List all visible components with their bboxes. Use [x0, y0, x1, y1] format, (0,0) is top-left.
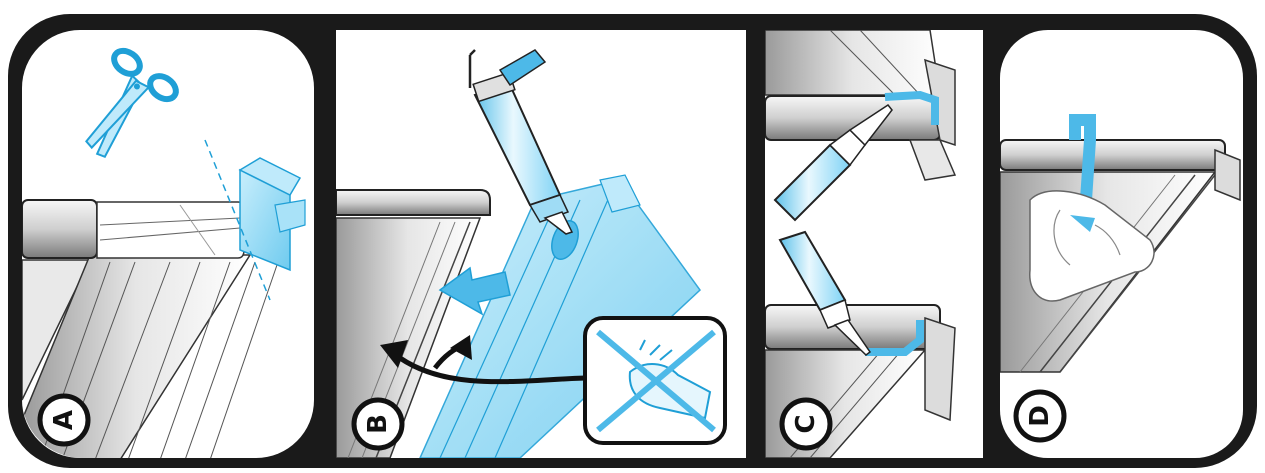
step-badge-b: B — [354, 400, 402, 448]
panel-b: B — [336, 30, 746, 458]
svg-text:A: A — [49, 410, 79, 430]
panel-a: A — [22, 30, 314, 460]
svg-text:D: D — [1025, 405, 1055, 427]
svg-text:B: B — [363, 414, 393, 434]
panel-d: D — [1000, 30, 1243, 458]
step-badge-d: D — [1016, 392, 1064, 440]
step-badge-a: A — [40, 396, 88, 444]
panel-c: C — [765, 30, 983, 458]
svg-text:C: C — [791, 414, 821, 433]
no-wipe-cross-icon — [585, 318, 725, 443]
step-badge-c: C — [782, 400, 830, 448]
